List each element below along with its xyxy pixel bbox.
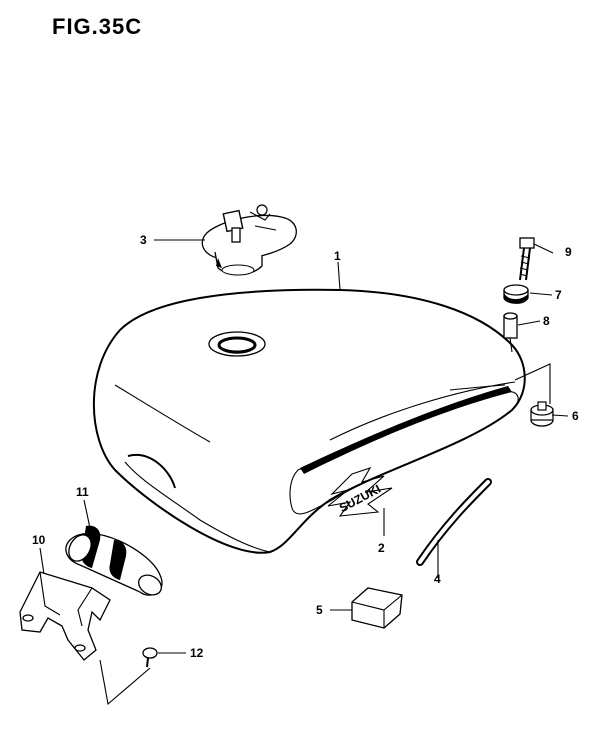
hose [416, 478, 492, 566]
mount-bolt [519, 237, 535, 281]
callout-2: 2 [378, 541, 385, 555]
callout-5: 5 [316, 603, 323, 617]
cushion-bracket [19, 571, 111, 661]
callout-7: 7 [555, 288, 562, 302]
callout-6: 6 [572, 409, 579, 423]
cushion-pad [351, 587, 403, 629]
figure-title: FIG.35C [52, 14, 143, 39]
screw [142, 647, 158, 668]
rear-mount-cushion [530, 401, 554, 427]
leader-lines [39, 239, 569, 706]
callout-12: 12 [190, 646, 204, 660]
fuel-cap [201, 204, 297, 276]
spacer [503, 312, 518, 339]
callout-3: 3 [140, 233, 147, 247]
cushion-roller [65, 525, 163, 596]
mount-cushion [503, 284, 529, 304]
callout-9: 9 [565, 245, 572, 259]
callout-labels: 1 2 3 4 5 6 7 8 9 10 11 12 [32, 233, 579, 660]
callout-1: 1 [334, 249, 341, 263]
callout-8: 8 [543, 314, 550, 328]
callout-10: 10 [32, 533, 46, 547]
callout-4: 4 [434, 572, 441, 586]
callout-11: 11 [76, 485, 89, 499]
